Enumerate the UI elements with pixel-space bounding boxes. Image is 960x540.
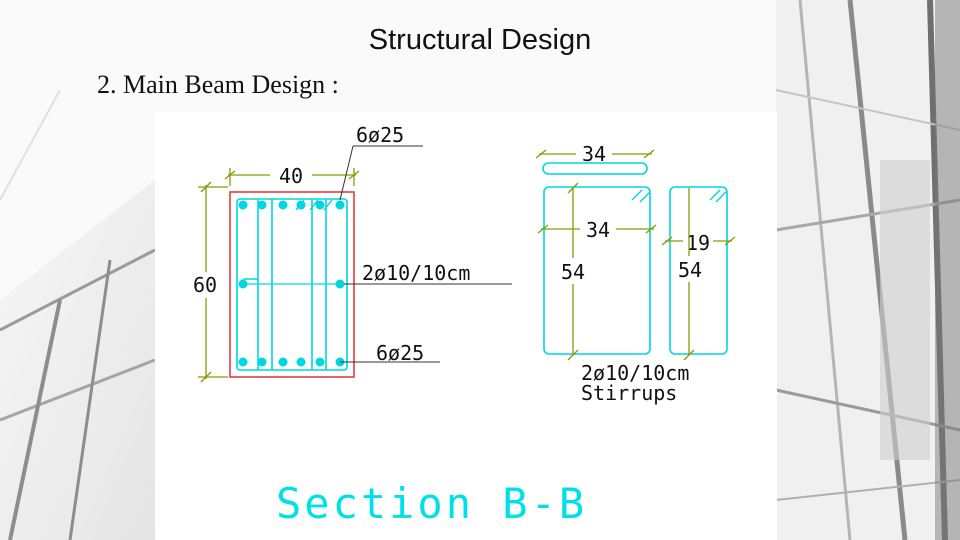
height-left-label: 54 [561,260,585,284]
hook-width-label: 19 [686,231,710,255]
beam-cross-section: 40 60 [190,123,512,383]
slide-subtitle: 2. Main Beam Design : [97,70,339,99]
section-title: Section B-B [276,479,587,528]
stirrup-spacing-label: 2ø10/10cm [362,261,470,285]
top-bars-label: 6ø25 [356,123,404,147]
inner-width-label: 34 [586,218,610,242]
dim-width-label: 40 [279,164,303,188]
stirrup-detail-spacing-label: 2ø10/10cm [581,361,689,385]
top-length-label: 34 [582,142,606,166]
stirrup-detail: 34 34 54 19 54 2ø10/10cm [535,142,736,405]
stirrups-caption: Stirrups [581,381,677,405]
height-right-label: 54 [678,258,702,282]
slide-title: Structural Design [368,24,592,56]
beam-section-drawing: 40 60 [155,112,777,540]
dim-height-label: 60 [193,273,217,297]
bottom-bars-label: 6ø25 [376,341,424,365]
